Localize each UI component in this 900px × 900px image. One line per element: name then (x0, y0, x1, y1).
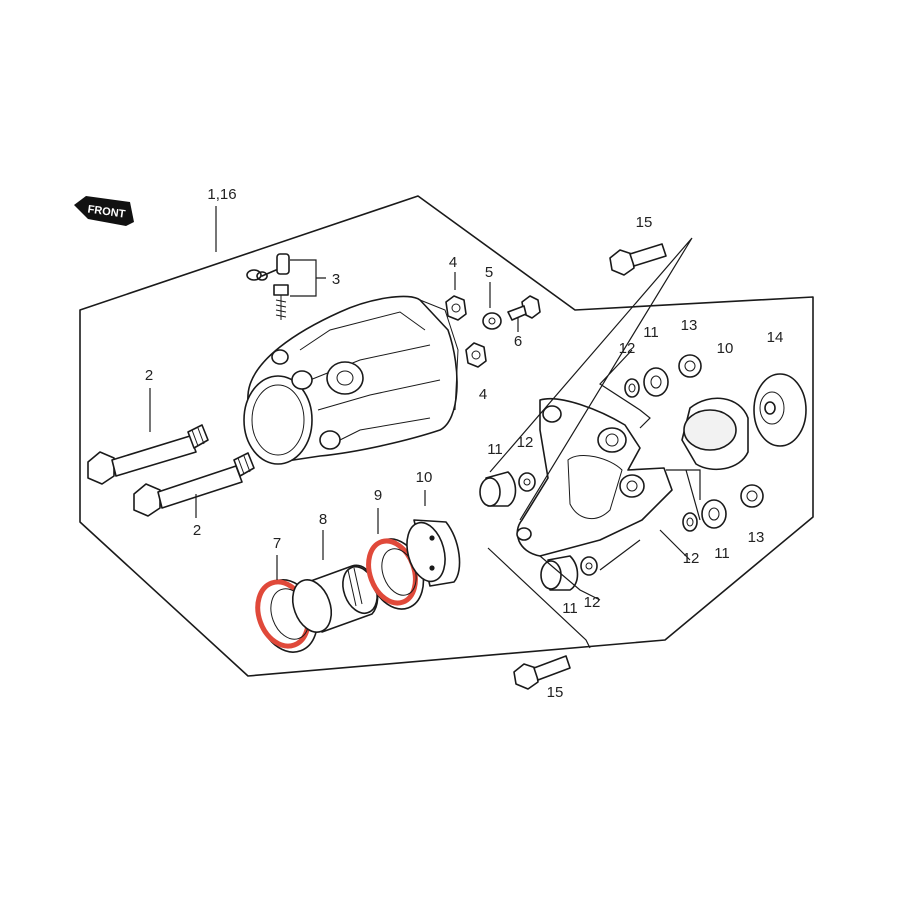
small-bolt (507, 295, 541, 321)
washer-upper (678, 354, 702, 378)
ring-upper (624, 378, 640, 398)
callout-15-upper: 15 (636, 214, 653, 231)
ring-lower-right (682, 512, 698, 532)
pad-cover (406, 519, 461, 587)
caliper-body (243, 295, 459, 465)
rubber-boot (753, 373, 807, 447)
washer (482, 312, 502, 330)
callout-2-lower: 2 (193, 522, 201, 539)
callout-11-upper: 11 (643, 324, 659, 341)
callout-8: 8 (319, 511, 327, 528)
caliper-bolt-upper (87, 424, 209, 485)
bleeder-leader (290, 259, 326, 297)
callout-13-upper: 13 (681, 317, 698, 334)
front-direction-badge: FRONT (74, 196, 134, 226)
callout-13-lower: 13 (748, 529, 765, 546)
callout-4-lower: 4 (479, 386, 487, 403)
front-label: FRONT (87, 203, 126, 220)
callout-10-left: 10 (416, 469, 433, 486)
mounting-bolt-lower (513, 655, 571, 690)
callout-10-right: 10 (717, 340, 734, 357)
callout-12-upper: 12 (619, 340, 636, 357)
callout-12-right: 12 (683, 550, 700, 567)
callout-14: 14 (767, 329, 784, 346)
assembly-line-lower (487, 539, 641, 649)
sleeve-upper (643, 367, 669, 397)
callout-9: 9 (374, 487, 382, 504)
caliper-bolt-lower (133, 452, 255, 517)
callout-11-right: 11 (714, 545, 730, 562)
sleeve-left (479, 471, 517, 507)
callout-2-upper: 2 (145, 367, 153, 384)
assembly-line-right (659, 469, 701, 561)
assembly-frame (79, 195, 814, 677)
bleeder-valve (246, 253, 290, 320)
ring-bottom (580, 556, 598, 576)
callout-5: 5 (485, 264, 493, 281)
cap-cover (681, 397, 749, 471)
washer-lower-right (740, 484, 764, 508)
sleeve-lower-right (701, 499, 727, 529)
assembly-line-upper (489, 237, 693, 521)
callout-6: 6 (514, 333, 522, 350)
nut-upper (445, 295, 467, 321)
callout-11-bottom: 11 (562, 600, 578, 617)
callout-12-bottom: 12 (584, 594, 601, 611)
callout-4-upper: 4 (449, 254, 457, 271)
callout-12-left: 12 (517, 434, 534, 451)
caliper-bracket (516, 398, 673, 557)
assembly-label: 1,16 (207, 186, 236, 203)
mounting-bolt-upper (609, 243, 667, 276)
callout-7: 7 (273, 535, 281, 552)
ring-left (518, 472, 536, 492)
callout-11-left: 11 (487, 441, 503, 458)
callout-3: 3 (332, 271, 340, 288)
nut-lower (465, 342, 487, 368)
callout-15-lower: 15 (547, 684, 564, 701)
